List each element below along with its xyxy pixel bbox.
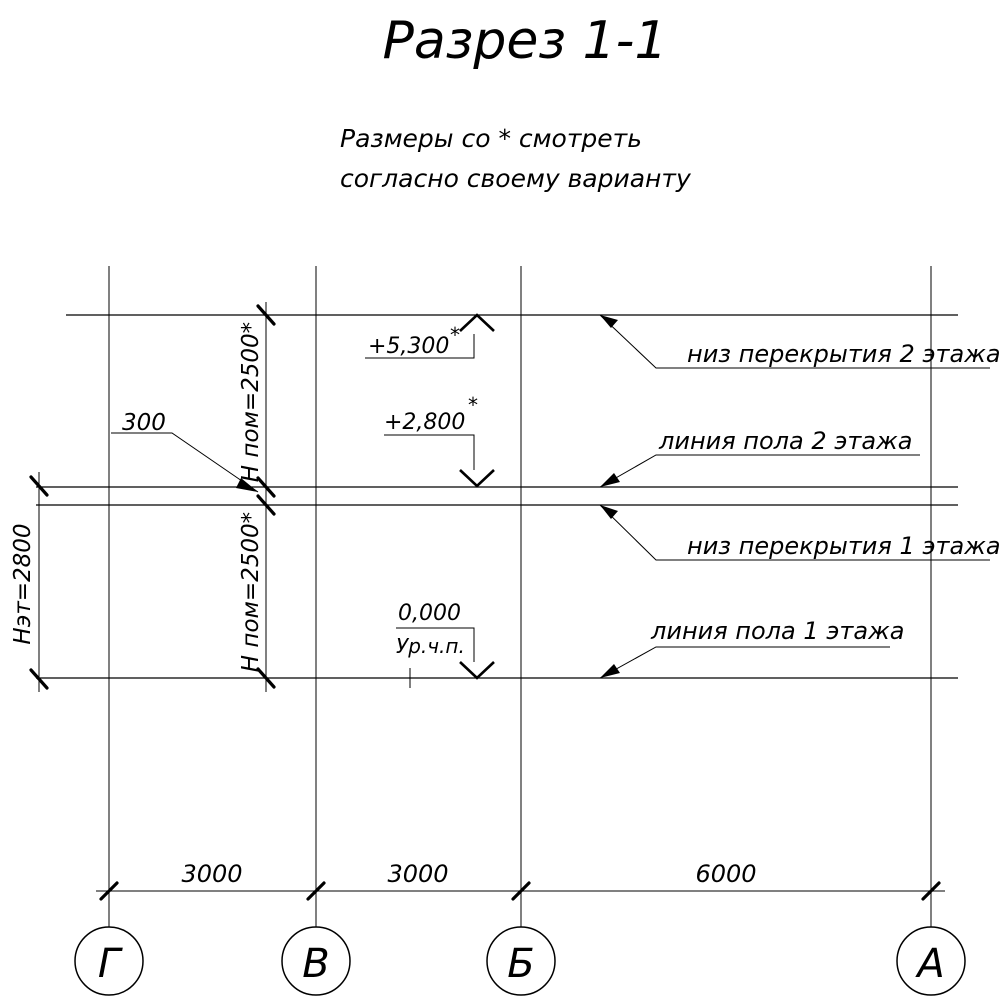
axis-label-a: А: [914, 941, 944, 987]
grid-axes: [108, 266, 932, 932]
room-height-upper-label: Н пом=2500*: [238, 322, 264, 482]
elevation-second-floor-value: +2,800: [384, 410, 465, 435]
room-height-lower-label: Н пом=2500*: [238, 512, 264, 672]
elevation-mark-second-floor: +2,800 *: [384, 393, 495, 488]
leader-floor-1: линия пола 1 этажа: [599, 617, 904, 679]
elevation-mark-zero: 0,000 Ур.ч.п.: [396, 601, 495, 688]
axis-label-g: Г: [98, 941, 123, 987]
axis-bubble-a: А: [896, 926, 966, 996]
dim-tick: [29, 475, 49, 497]
dim-tick: [256, 476, 276, 498]
span-label-2: 3000: [387, 860, 448, 888]
axis-bubble-b: Б: [486, 926, 556, 996]
room-height-dimensions: Н пом=2500* Н пом=2500*: [238, 302, 276, 692]
axis-label-b: Б: [507, 941, 534, 987]
leader-ceiling-1-text: низ перекрытия 1 этажа: [687, 532, 1001, 560]
leader-ceiling-2-text: низ перекрытия 2 этажа: [687, 340, 1001, 368]
drawing-title: Разрез 1-1: [383, 11, 668, 71]
dim-tick: [29, 668, 49, 690]
elevation-top-value: +5,300: [368, 334, 449, 359]
floor-height-dimension: Нэт=2800: [10, 472, 49, 692]
elevation-mark-top: +5,300 *: [365, 313, 495, 359]
floor-height-label: Нэт=2800: [10, 523, 36, 644]
dim-tick: [99, 881, 119, 901]
dim-tick: [306, 881, 326, 901]
note-line-2: согласно своему варианту: [340, 164, 692, 193]
slab-thickness-leader: 300: [111, 410, 259, 493]
elevation-zero-sub: Ур.ч.п.: [396, 634, 465, 658]
dim-tick: [511, 881, 531, 901]
dim-tick: [256, 667, 276, 689]
leader-ceiling-1: низ перекрытия 1 этажа: [599, 504, 1001, 561]
axis-label-v: В: [302, 941, 329, 987]
dim-tick: [921, 881, 941, 901]
leader-floor-2: линия пола 2 этажа: [599, 427, 920, 488]
leader-floor-2-text: линия пола 2 этажа: [658, 427, 912, 455]
level-lines: [36, 314, 958, 679]
note-line-1: Размеры со * смотреть: [340, 124, 642, 153]
svg-text:*: *: [450, 323, 460, 347]
leader-ceiling-2: низ перекрытия 2 этажа: [599, 314, 1001, 369]
dim-tick: [256, 494, 276, 516]
axis-bubble-v: В: [281, 926, 351, 996]
axis-bubble-g: Г: [74, 926, 144, 996]
span-label-3: 6000: [695, 860, 756, 888]
leader-arrowhead: [236, 478, 258, 492]
elevation-zero-value: 0,000: [398, 601, 461, 626]
slab-thickness-label: 300: [122, 410, 166, 436]
span-dimensions: 3000 3000 6000: [96, 860, 945, 901]
svg-text:*: *: [468, 393, 478, 417]
dim-tick: [256, 304, 276, 326]
span-label-1: 3000: [181, 860, 242, 888]
leader-floor-1-text: линия пола 1 этажа: [650, 617, 904, 645]
